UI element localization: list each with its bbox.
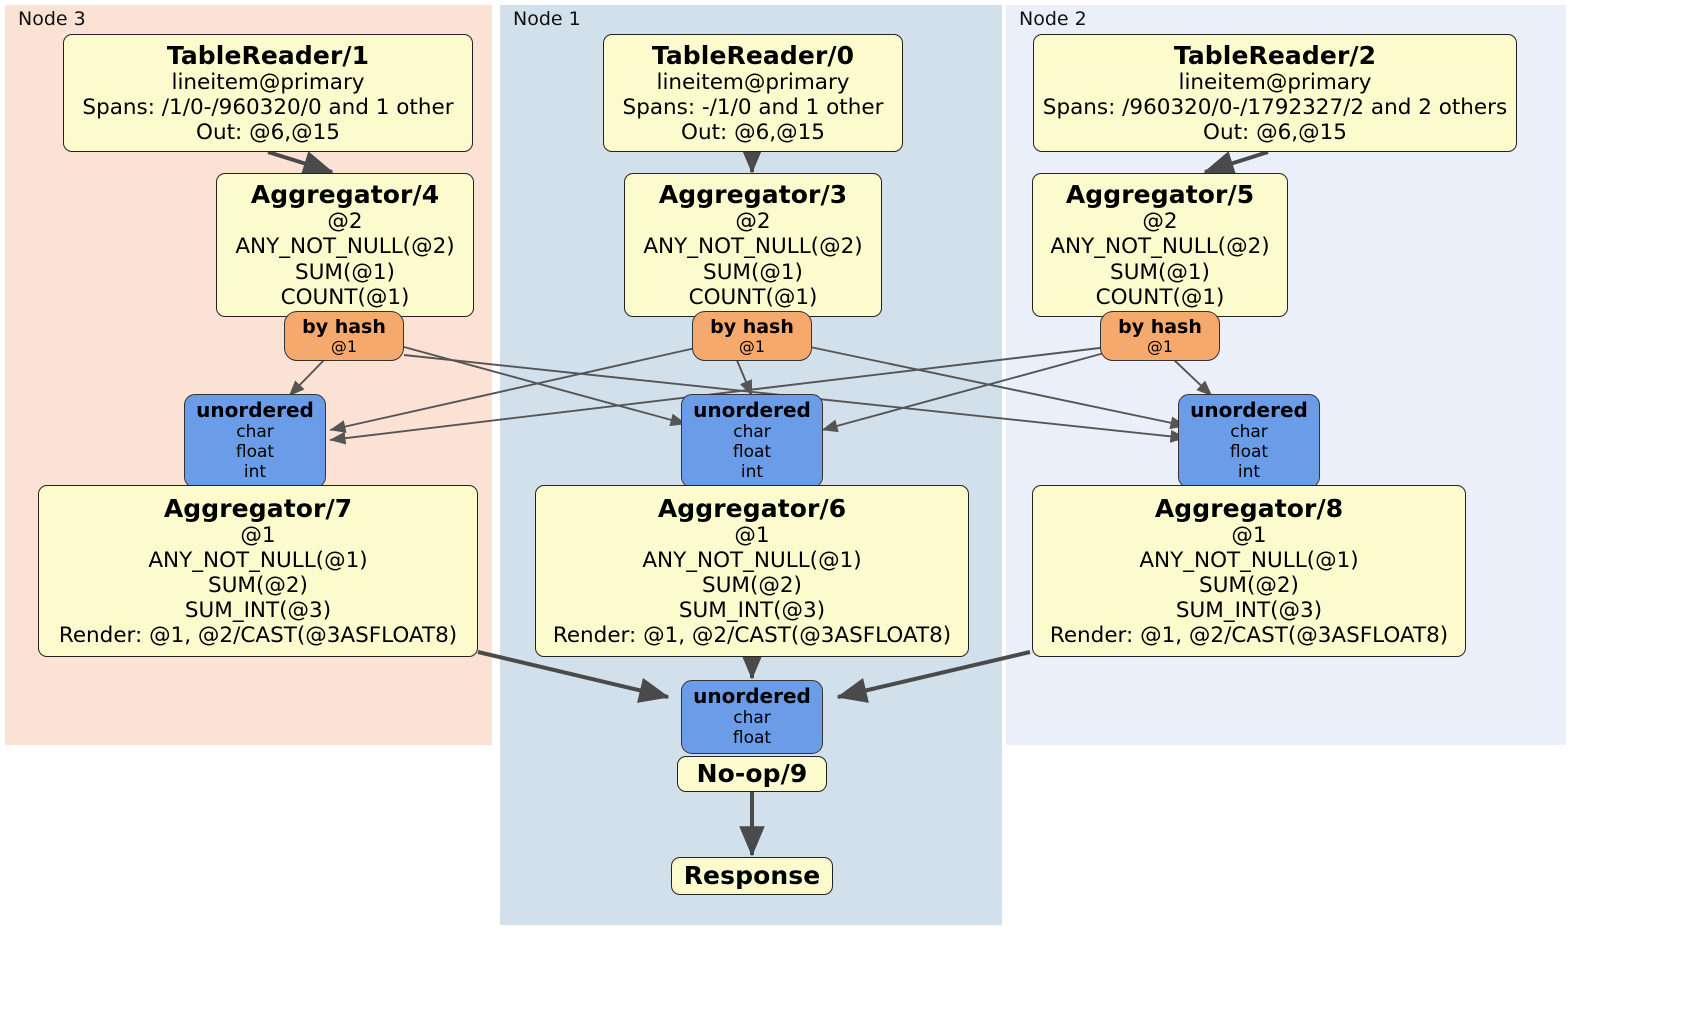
node-title: TableReader/2 (1173, 40, 1377, 70)
node-title: TableReader/1 (166, 40, 370, 70)
node-title: Aggregator/7 (163, 493, 353, 523)
receiver-line: char (236, 421, 274, 442)
router-line: @1 (330, 336, 358, 356)
processor-tablereader-0[interactable]: TableReader/0 lineitem@primary Spans: -/… (603, 34, 903, 152)
node-line: SUM(@2) (208, 573, 308, 599)
node-line: SUM_INT(@3) (1175, 598, 1323, 624)
router-line: @1 (1146, 336, 1174, 356)
node-line: @2 (1142, 209, 1178, 235)
node-line: ANY_NOT_NULL(@1) (1139, 547, 1359, 573)
processor-response[interactable]: Response (671, 857, 833, 895)
node-line: Render: @1, @2/CAST(@3ASFLOAT8) (58, 623, 458, 649)
receiver-line: int (243, 461, 267, 482)
processor-aggregator-8[interactable]: Aggregator/8 @1 ANY_NOT_NULL(@1) SUM(@2)… (1032, 485, 1466, 657)
node-line: COUNT(@1) (688, 284, 818, 310)
node-line: SUM(@2) (702, 573, 802, 599)
node-title: Aggregator/6 (657, 493, 847, 523)
node-line: ANY_NOT_NULL(@2) (643, 234, 863, 260)
receiver-line: float (732, 441, 772, 462)
receiver-line: int (1237, 461, 1261, 482)
node-line: Spans: /1/0-/960320/0 and 1 other (82, 95, 454, 121)
router-by-hash-node-1[interactable]: by hash @1 (692, 311, 812, 361)
node-title: Aggregator/3 (658, 180, 848, 210)
receiver-unordered-node-2[interactable]: unordered char float int (1178, 394, 1320, 488)
node-title: TableReader/0 (651, 40, 855, 70)
router-line: @1 (738, 336, 766, 356)
node-line: Spans: -/1/0 and 1 other (622, 95, 884, 121)
processor-tablereader-1[interactable]: TableReader/1 lineitem@primary Spans: /1… (63, 34, 473, 152)
receiver-title: unordered (693, 398, 811, 423)
receiver-unordered-final[interactable]: unordered char float (681, 680, 823, 754)
router-by-hash-node-3[interactable]: by hash @1 (284, 311, 404, 361)
node-title: Aggregator/4 (250, 180, 440, 210)
receiver-line: char (733, 421, 771, 442)
node-line: @2 (735, 209, 771, 235)
node-line: COUNT(@1) (280, 284, 410, 310)
node-line: Spans: /960320/0-/1792327/2 and 2 others (1042, 95, 1508, 121)
processor-aggregator-5[interactable]: Aggregator/5 @2 ANY_NOT_NULL(@2) SUM(@1)… (1032, 173, 1288, 317)
receiver-title: unordered (196, 398, 314, 423)
panel-label-node-1: Node 1 (513, 8, 581, 30)
node-line: SUM(@2) (1199, 573, 1299, 599)
processor-aggregator-3[interactable]: Aggregator/3 @2 ANY_NOT_NULL(@2) SUM(@1)… (624, 173, 882, 317)
node-line: lineitem@primary (171, 69, 365, 95)
node-line: SUM(@1) (1110, 259, 1210, 285)
node-line: @2 (327, 209, 363, 235)
processor-aggregator-4[interactable]: Aggregator/4 @2 ANY_NOT_NULL(@2) SUM(@1)… (216, 173, 474, 317)
node-line: Render: @1, @2/CAST(@3ASFLOAT8) (552, 623, 952, 649)
node-line: lineitem@primary (656, 69, 850, 95)
node-line: SUM(@1) (295, 259, 395, 285)
router-title: by hash (710, 315, 794, 338)
receiver-line: float (732, 727, 772, 748)
node-line: @1 (1231, 522, 1267, 548)
router-title: by hash (1118, 315, 1202, 338)
node-line: COUNT(@1) (1095, 284, 1225, 310)
node-line: Out: @6,@15 (196, 120, 340, 146)
receiver-line: float (235, 441, 275, 462)
receiver-line: char (1230, 421, 1268, 442)
processor-tablereader-2[interactable]: TableReader/2 lineitem@primary Spans: /9… (1033, 34, 1517, 152)
router-title: by hash (302, 315, 386, 338)
processor-aggregator-6[interactable]: Aggregator/6 @1 ANY_NOT_NULL(@1) SUM(@2)… (535, 485, 969, 657)
node-line: Out: @6,@15 (681, 120, 825, 146)
panel-label-node-3: Node 3 (18, 8, 86, 30)
node-title: Aggregator/5 (1065, 180, 1255, 210)
node-title: No-op/9 (696, 759, 808, 789)
processor-no-op-9[interactable]: No-op/9 (677, 756, 827, 792)
receiver-title: unordered (693, 684, 811, 709)
receiver-line: float (1229, 441, 1269, 462)
panel-label-node-2: Node 2 (1019, 8, 1087, 30)
node-line: Out: @6,@15 (1203, 120, 1347, 146)
node-line: @1 (240, 522, 276, 548)
node-line: SUM(@1) (703, 259, 803, 285)
node-line: lineitem@primary (1178, 69, 1372, 95)
node-title: Aggregator/8 (1154, 493, 1344, 523)
node-line: Render: @1, @2/CAST(@3ASFLOAT8) (1049, 623, 1449, 649)
receiver-unordered-node-3[interactable]: unordered char float int (184, 394, 326, 488)
node-line: SUM_INT(@3) (678, 598, 826, 624)
node-line: ANY_NOT_NULL(@1) (642, 547, 862, 573)
node-line: ANY_NOT_NULL(@2) (1050, 234, 1270, 260)
receiver-line: char (733, 707, 771, 728)
node-line: ANY_NOT_NULL(@2) (235, 234, 455, 260)
node-line: SUM_INT(@3) (184, 598, 332, 624)
processor-aggregator-7[interactable]: Aggregator/7 @1 ANY_NOT_NULL(@1) SUM(@2)… (38, 485, 478, 657)
node-title: Response (683, 861, 821, 891)
node-line: ANY_NOT_NULL(@1) (148, 547, 368, 573)
receiver-line: int (740, 461, 764, 482)
receiver-title: unordered (1190, 398, 1308, 423)
receiver-unordered-node-1[interactable]: unordered char float int (681, 394, 823, 488)
router-by-hash-node-2[interactable]: by hash @1 (1100, 311, 1220, 361)
node-line: @1 (734, 522, 770, 548)
